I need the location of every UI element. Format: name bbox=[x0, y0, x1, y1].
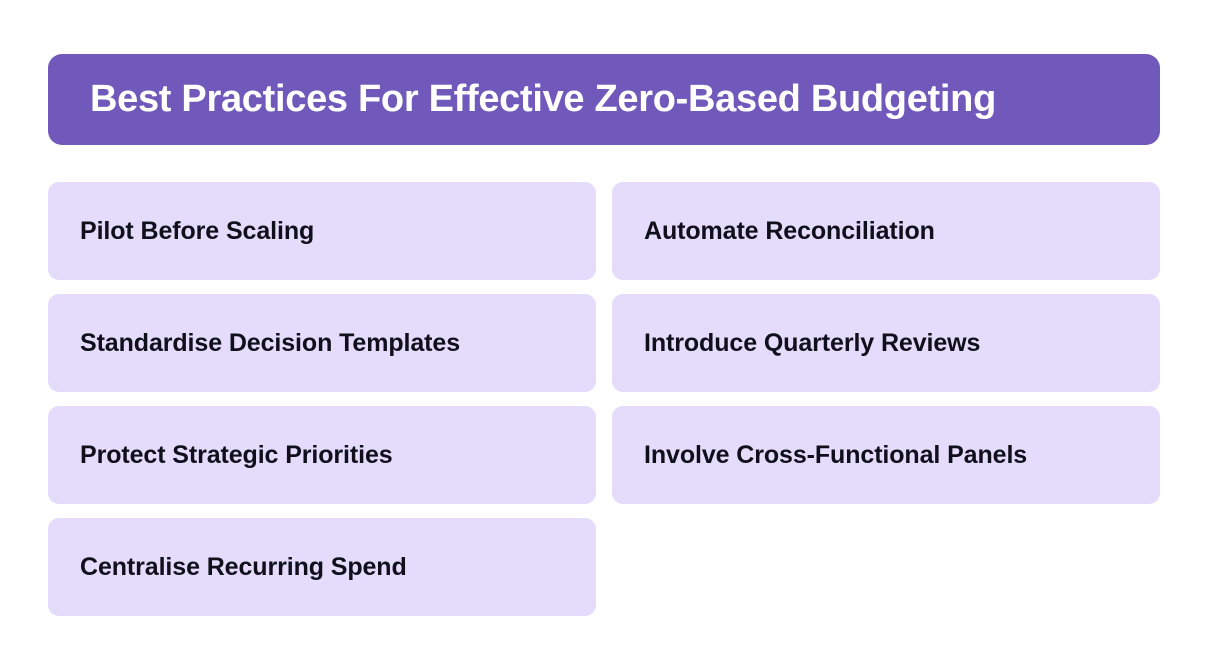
page-title: Best Practices For Effective Zero-Based … bbox=[90, 77, 996, 120]
practice-card-label: Introduce Quarterly Reviews bbox=[644, 328, 981, 357]
header-banner: Best Practices For Effective Zero-Based … bbox=[48, 54, 1160, 145]
practice-card-label: Centralise Recurring Spend bbox=[80, 552, 407, 581]
practice-card-automate-reconciliation[interactable]: Automate Reconciliation bbox=[612, 182, 1160, 280]
grid-empty-slot bbox=[612, 518, 1160, 616]
practice-card-label: Pilot Before Scaling bbox=[80, 216, 315, 245]
practice-card-introduce-quarterly-reviews[interactable]: Introduce Quarterly Reviews bbox=[612, 294, 1160, 392]
practice-card-pilot-before-scaling[interactable]: Pilot Before Scaling bbox=[48, 182, 596, 280]
practice-card-involve-cross-functional-panels[interactable]: Involve Cross-Functional Panels bbox=[612, 406, 1160, 504]
practice-card-label: Involve Cross-Functional Panels bbox=[644, 440, 1028, 469]
practice-card-label: Standardise Decision Templates bbox=[80, 328, 460, 357]
practice-card-label: Protect Strategic Priorities bbox=[80, 440, 393, 469]
practice-card-standardise-decision-templates[interactable]: Standardise Decision Templates bbox=[48, 294, 596, 392]
practice-card-protect-strategic-priorities[interactable]: Protect Strategic Priorities bbox=[48, 406, 596, 504]
practices-grid: Pilot Before Scaling Automate Reconcilia… bbox=[48, 182, 1160, 616]
practice-card-centralise-recurring-spend[interactable]: Centralise Recurring Spend bbox=[48, 518, 596, 616]
practice-card-label: Automate Reconciliation bbox=[644, 216, 935, 245]
